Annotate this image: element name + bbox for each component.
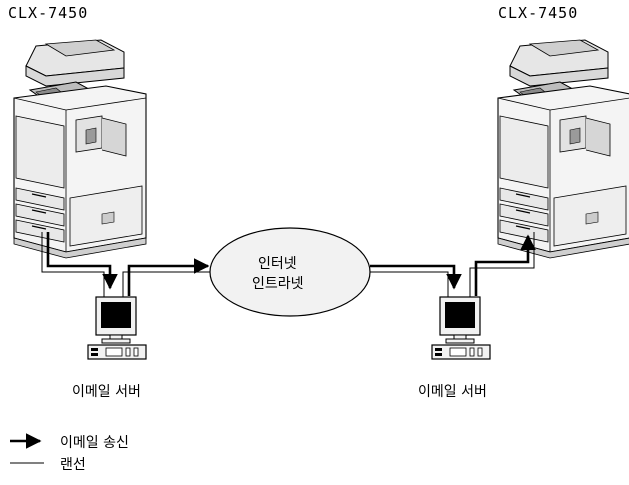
- left-device-label: CLX-7450: [8, 4, 89, 22]
- left-printer-image: [13, 39, 147, 259]
- legend-lan-label: 랜선: [60, 457, 86, 473]
- right-email-server-image: [431, 296, 491, 360]
- right-server-label: 이메일 서버: [418, 384, 487, 400]
- right-device-label: CLX-7450: [498, 4, 579, 22]
- right-printer-image: [497, 39, 629, 259]
- email-send-arrows: [46, 232, 536, 296]
- legend-email-send-label: 이메일 송신: [60, 435, 129, 451]
- cloud-label-intranet: 인트라넷: [252, 276, 304, 292]
- left-email-server-image: [87, 296, 147, 360]
- left-server-label: 이메일 서버: [72, 384, 141, 400]
- cloud-label-internet: 인터넷: [258, 256, 297, 272]
